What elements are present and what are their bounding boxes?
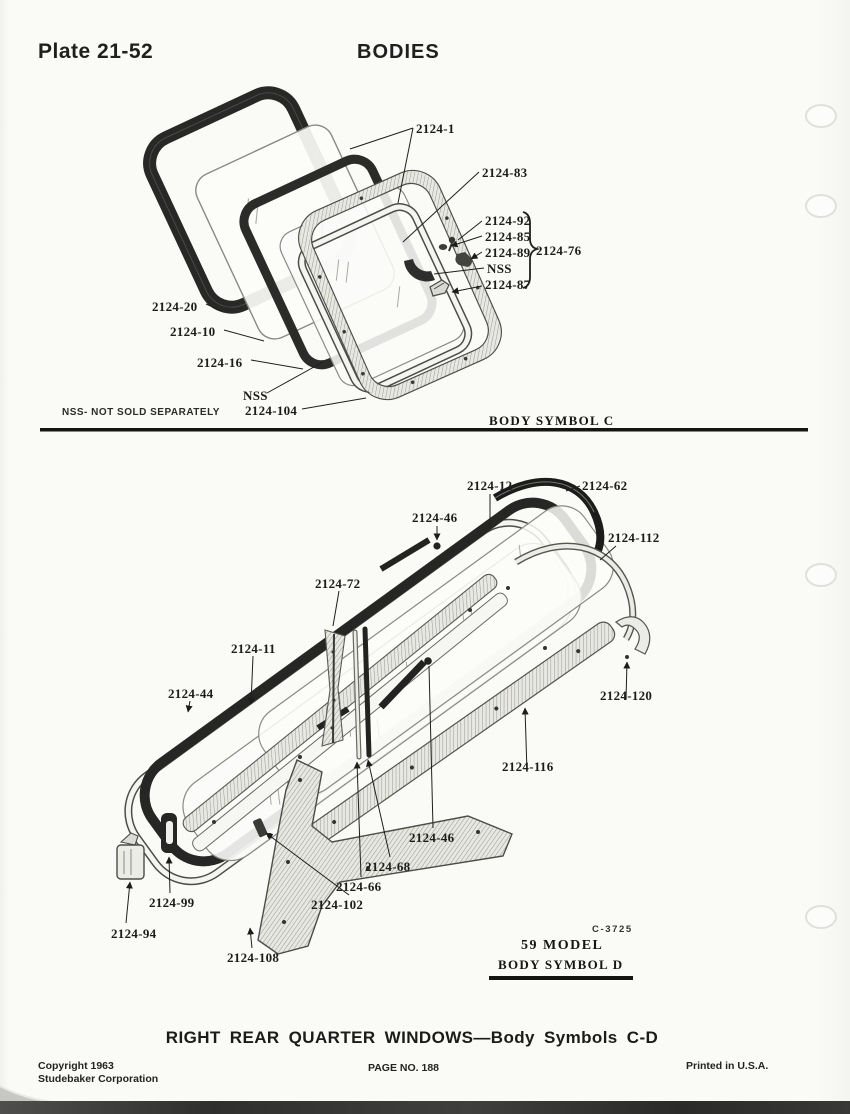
punch-holes (805, 104, 837, 929)
diagram-c-art (40, 86, 808, 432)
part-callout: 2124-87 (485, 277, 531, 292)
glass-run-2124-99 (161, 813, 177, 853)
handle-part-nss (404, 259, 435, 282)
part-callout: 2124-62 (582, 478, 628, 493)
part-callout: 2124-44 (168, 686, 214, 701)
part-callout: 2124-46 (412, 510, 458, 525)
part-callout: NSS (243, 388, 268, 403)
part-callout: 2124-1 (416, 121, 455, 136)
run-strip-2124-68 (362, 626, 372, 758)
filler-panel-2124-108 (257, 759, 513, 955)
assembly-brace-2124-76 (522, 211, 541, 289)
part-callout: 2124-99 (149, 895, 195, 910)
part-callout: 2124-85 (485, 229, 531, 244)
copyright-note: Copyright 1963 Studebaker Corporation (38, 1060, 158, 1085)
page-number: PAGE NO. 188 (368, 1062, 439, 1074)
nss-note: NSS- NOT SOLD SEPARATELY (62, 407, 220, 418)
part-callout: 2124-112 (608, 530, 660, 545)
page-title: BODIES (357, 41, 440, 63)
diagram-d-art (116, 477, 651, 955)
copyright-line2: Studebaker Corporation (38, 1072, 159, 1085)
part-callout: 2124-120 (600, 688, 653, 703)
channel-frame-nss (297, 203, 473, 393)
part-callout: 2124-92 (485, 213, 531, 228)
part-callout: 2124-94 (111, 926, 157, 941)
leader-lines-c (205, 127, 485, 410)
copyright-line1: Copyright 1963 (38, 1060, 114, 1072)
part-callout: 2124-16 (197, 355, 243, 370)
part-callout: 2124-72 (315, 576, 361, 591)
part-callout: 2124-76 (536, 243, 582, 258)
part-callout: 2124-66 (336, 879, 382, 894)
part-callout: 2124-10 (170, 324, 216, 339)
part-callout: 2124-116 (502, 759, 554, 774)
plate-number: Plate 21-52 (38, 40, 154, 63)
part-callout: 2124-102 (311, 897, 364, 912)
scan-edge-band (0, 1101, 850, 1114)
screw-2124-46 (424, 657, 432, 665)
body-symbol-d-label: BODY SYMBOL D (489, 957, 633, 980)
grommet-2124-85 (438, 244, 448, 250)
leader-lines-d (125, 485, 631, 949)
model-label: 59 MODEL (521, 938, 604, 953)
part-callout: 2124-89 (485, 245, 531, 260)
division-channel-2124-72 (321, 629, 346, 747)
end-piece-2124-120 (614, 616, 651, 659)
bracket-2124-87 (429, 279, 450, 297)
part-callout: 2124-68 (365, 859, 411, 874)
part-callout: 2124-46 (409, 830, 455, 845)
clip-2124-94 (116, 832, 145, 880)
part-callout: NSS (487, 261, 512, 276)
part-callout: 2124-108 (227, 950, 280, 965)
clamp-2124-89 (455, 252, 472, 267)
run-channel-2124-66 (352, 629, 362, 760)
part-callout: 2124-11 (231, 641, 276, 656)
part-callout: 2124-12 (467, 478, 513, 493)
figure-code: C-3725 (592, 924, 633, 935)
part-callout: 2124-104 (245, 403, 298, 418)
screw-2124-92 (448, 236, 456, 244)
printed-note: Printed in U.S.A. (686, 1060, 769, 1072)
body-symbol-c-label: BODY SYMBOL C (489, 413, 615, 428)
part-callout: 2124-20 (152, 299, 198, 314)
strip-2124-46-top (379, 537, 441, 572)
section-divider (40, 428, 808, 432)
part-callout: 2124-83 (482, 165, 528, 180)
plate-caption: RIGHT REAR QUARTER WINDOWS—Body Symbols … (165, 1028, 659, 1047)
